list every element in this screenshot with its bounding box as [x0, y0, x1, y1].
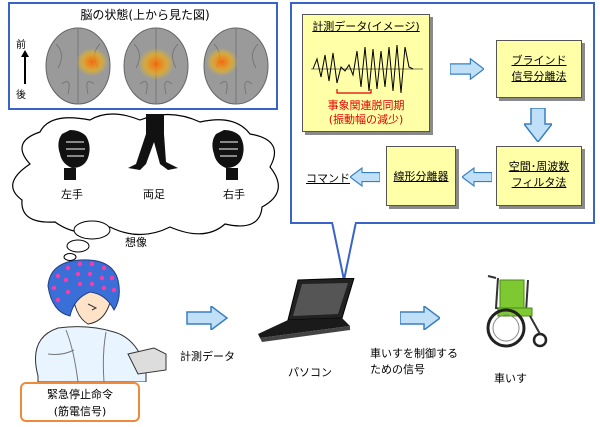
emergency-line1: 緊急停止命令: [47, 388, 113, 401]
left-hand-icon: [58, 130, 90, 180]
wheelchair-icon: [486, 275, 548, 348]
measurement-data-box: 計測データ(イメージ) 事象関連脱同期 (振動幅の減少): [302, 14, 430, 132]
right-hand-label: 右手: [223, 188, 245, 201]
arrow-to-linear-icon: [462, 166, 492, 188]
person-eeg-cap-icon: [35, 259, 167, 382]
brain-left-hand-icon: [45, 27, 111, 105]
signal-line2: ための信号: [370, 363, 425, 376]
emergency-stop-box: 緊急停止命令 (筋電信号): [20, 382, 140, 422]
back-label: 後: [16, 90, 26, 101]
eeg-waveform-icon: [311, 44, 423, 94]
arrow-to-command-icon: [350, 166, 380, 188]
blind-box-line2: 信号分離法: [511, 70, 567, 83]
command-label: コマンド: [306, 172, 350, 185]
front-label: 前: [16, 40, 26, 51]
imagination-label: 想像: [125, 236, 147, 249]
spatial-box-line1: 空間･周波数: [508, 160, 570, 173]
both-feet-icon: [128, 114, 178, 170]
arrow-to-wheelchair-icon: [400, 306, 440, 330]
blind-separation-box: ブラインド 信号分離法: [496, 40, 582, 98]
direction-arrow-icon: [21, 50, 29, 84]
arrow-to-blind-icon: [450, 58, 484, 80]
measurement-box-title: 計測データ(イメージ): [312, 20, 420, 33]
wheelchair-label: 車いす: [494, 372, 527, 385]
spatial-filter-box: 空間･周波数 フィルタ法: [496, 146, 582, 206]
thought-cloud: [12, 113, 279, 261]
emergency-line2: (筋電信号): [53, 405, 107, 418]
signal-line1: 車いすを制御する: [370, 347, 458, 360]
brain-images: [45, 27, 269, 105]
brain-panel-title: 脳の状態(上から見た図): [80, 8, 210, 22]
measurement-data-label: 計測データ: [180, 350, 235, 363]
brain-state-panel: 脳の状態(上から見た図) 前 後: [8, 2, 278, 110]
pc-label: パソコン: [288, 366, 332, 379]
laptop-icon: [258, 278, 355, 342]
erd-note-line1: 事象関連脱同期: [327, 99, 405, 112]
arrow-down-icon: [524, 108, 552, 142]
left-hand-label: 左手: [61, 188, 83, 201]
blind-box-line1: ブラインド: [511, 54, 567, 67]
right-hand-icon: [212, 130, 244, 180]
linear-box-label: 線形分離器: [393, 170, 449, 183]
linear-classifier-box: 線形分離器: [386, 146, 456, 206]
callout-tail: [331, 222, 357, 281]
both-feet-label: 両足: [143, 188, 165, 201]
brain-both-feet-icon: [123, 27, 189, 105]
arrow-to-pc-icon: [186, 306, 228, 330]
control-signal-label: 車いすを制御する ための信号: [370, 346, 458, 378]
spatial-box-line2: フィルタ法: [511, 176, 567, 189]
brain-right-hand-icon: [203, 27, 269, 105]
erd-note-line2: (振動幅の減少): [328, 113, 404, 126]
